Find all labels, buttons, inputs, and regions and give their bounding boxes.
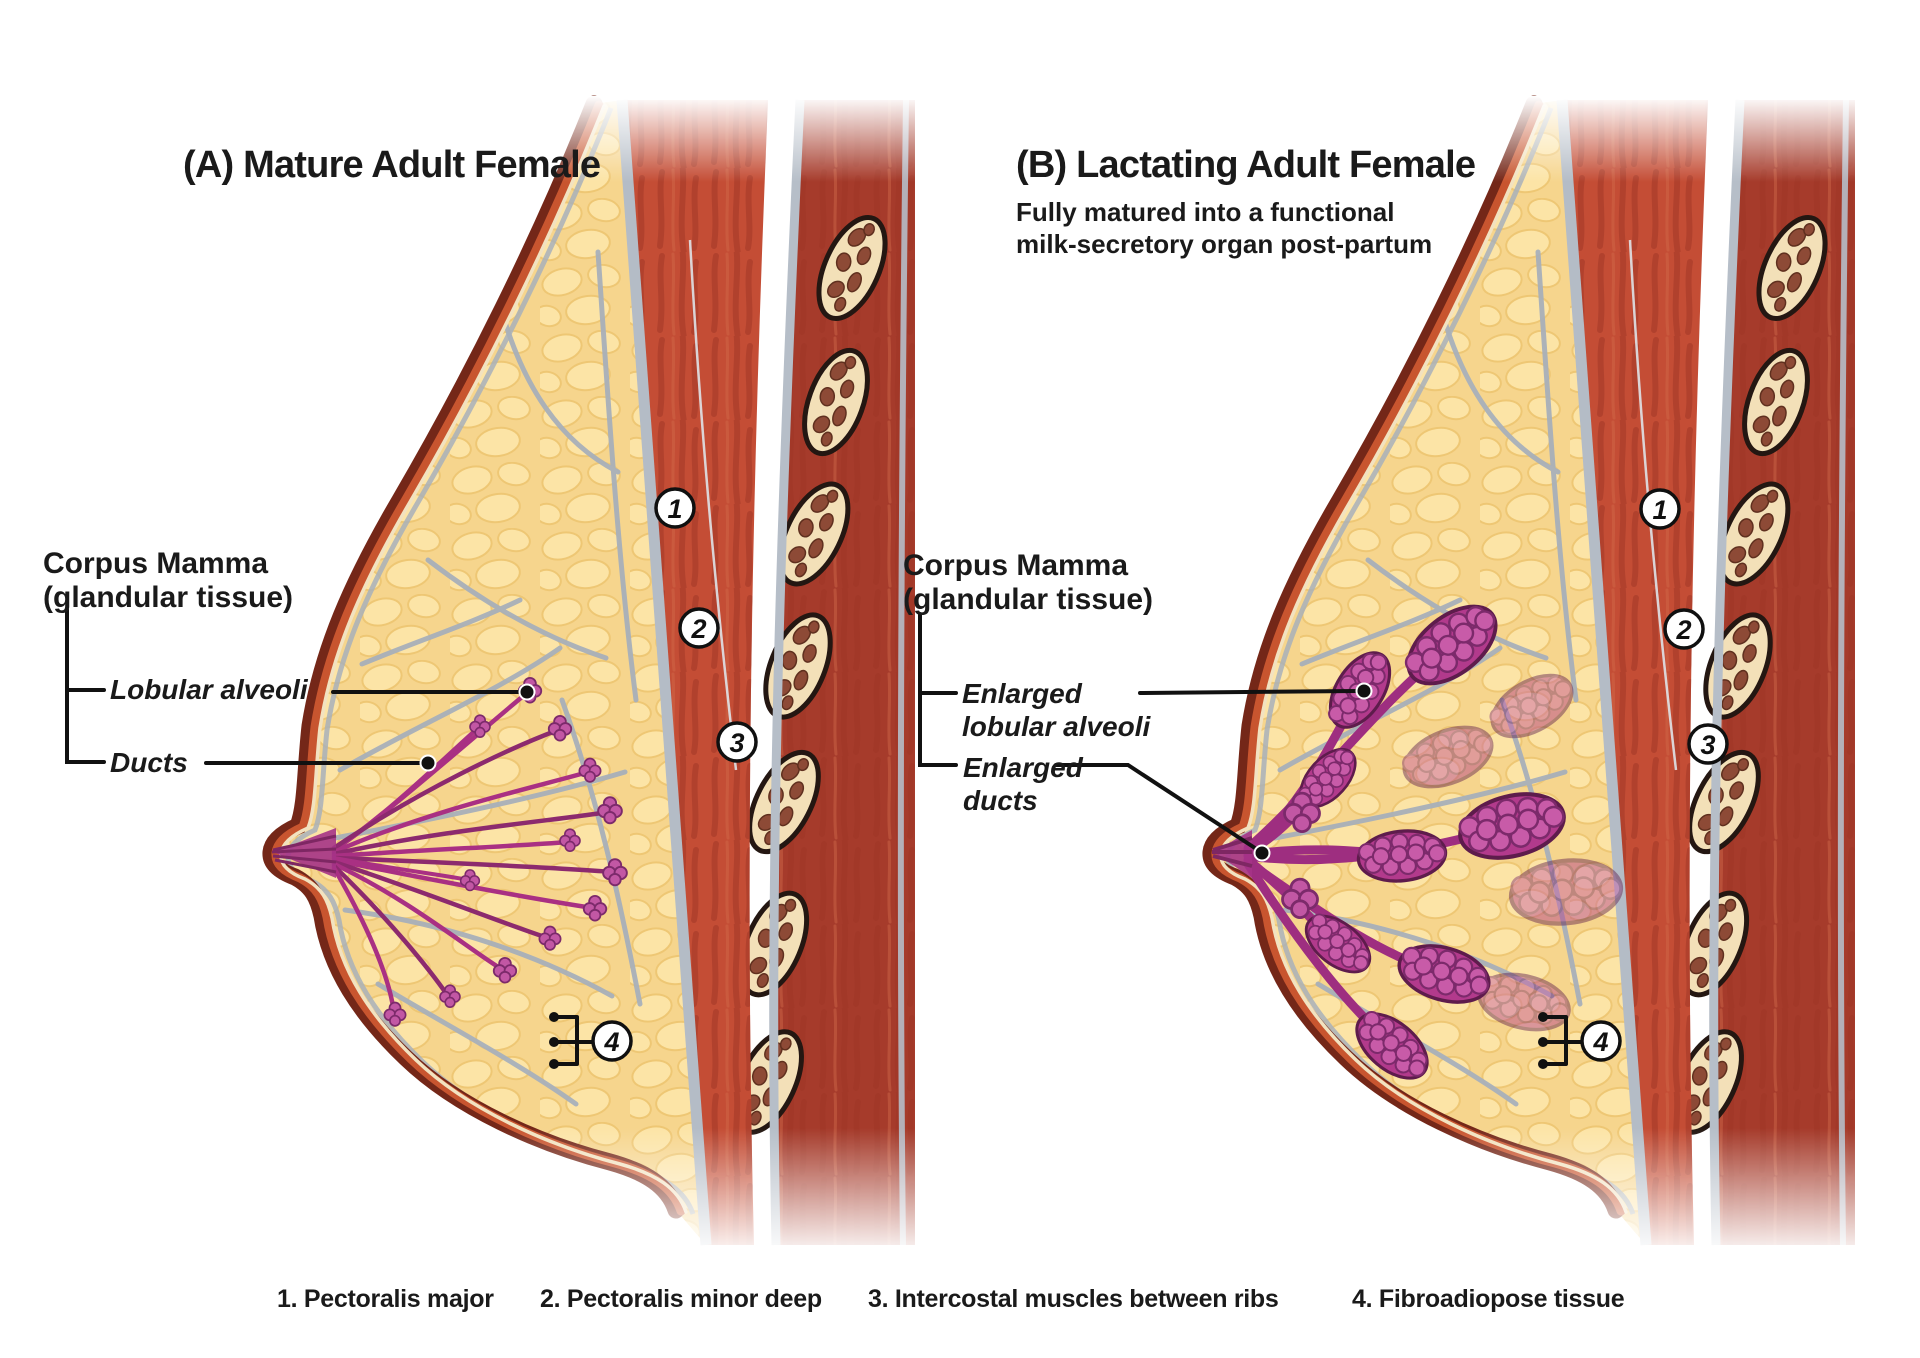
annotation-dots xyxy=(419,682,1548,1069)
ducts-dot-a xyxy=(419,754,437,772)
legend-item-1: 1. Pectoralis major xyxy=(277,1285,494,1313)
panel-b-anatomy xyxy=(1211,100,1855,1245)
ducts-label-b-line1: Enlarged xyxy=(963,752,1083,783)
ducts-leader-b xyxy=(1054,763,1260,852)
corpus-label-b: Corpus Mamma (glandular tissue) xyxy=(903,549,1153,617)
corpus-bracket-a xyxy=(65,608,106,764)
ducts-dot-b xyxy=(1253,844,1271,862)
alveoli-dot-a xyxy=(518,683,536,701)
corpus-label-a: Corpus Mamma (glandular tissue) xyxy=(43,547,293,615)
alveoli-dot-b xyxy=(1355,682,1373,700)
panel-a-title: (A) Mature Adult Female xyxy=(183,144,601,186)
marker4-bracket-b xyxy=(1541,1015,1584,1066)
legend-item-4: 4. Fibroadiopose tissue xyxy=(1352,1285,1625,1313)
svg-text:3: 3 xyxy=(1700,730,1715,760)
alveoli-label-b: Enlarged lobular alveoli xyxy=(962,677,1150,743)
annotation-lines xyxy=(65,608,1584,1066)
alveoli-leader-b xyxy=(1138,689,1360,695)
corpus-label-a-line2: (glandular tissue) xyxy=(43,580,294,614)
marker-1-a: 1 xyxy=(654,487,696,529)
svg-text:2: 2 xyxy=(1675,615,1691,645)
corpus-bracket-b xyxy=(918,612,958,767)
corpus-label-b-line1: Corpus Mamma xyxy=(903,549,1129,582)
marker-1-b: 1 xyxy=(1639,488,1681,530)
alveoli-label-b-line2: lobular alveoli xyxy=(962,711,1151,743)
svg-text:4: 4 xyxy=(603,1027,619,1057)
svg-text:1: 1 xyxy=(1652,495,1667,525)
svg-text:2: 2 xyxy=(690,614,706,644)
ducts-label-a: Ducts xyxy=(110,747,188,778)
panel-b-subtitle: Fully matured into a functional milk-sec… xyxy=(1016,197,1432,260)
panel-b-subtitle-line2: milk-secretory organ post-partum xyxy=(1016,228,1433,259)
marker-2-a: 2 xyxy=(678,607,720,649)
svg-text:3: 3 xyxy=(729,728,744,758)
alveoli-label-a: Lobular alveoli xyxy=(110,674,308,705)
markers: 1 2 3 4 1 2 3 xyxy=(591,487,1729,1062)
corpus-label-a-line1: Corpus Mamma xyxy=(43,547,269,580)
marker-3-a: 3 xyxy=(716,721,758,763)
panel-a-anatomy xyxy=(271,100,915,1245)
ducts-label-b: Enlarged ducts xyxy=(963,751,1083,817)
marker-2-b: 2 xyxy=(1663,608,1705,650)
panel-b-subtitle-line1: Fully matured into a functional xyxy=(1016,197,1395,227)
bottom-fade xyxy=(0,1128,1920,1258)
marker4-bracket-a xyxy=(552,1015,595,1066)
svg-text:1: 1 xyxy=(667,494,682,524)
marker-4-b: 4 xyxy=(1580,1020,1622,1062)
legend-item-2: 2. Pectoralis minor deep xyxy=(540,1285,822,1313)
svg-text:4: 4 xyxy=(1592,1027,1608,1057)
ducts-label-b-line2: ducts xyxy=(963,785,1038,817)
alveoli-label-b-line1: Enlarged xyxy=(962,678,1082,709)
legend-item-3: 3. Intercostal muscles between ribs xyxy=(868,1285,1279,1313)
panel-b-title: (B) Lactating Adult Female xyxy=(1016,144,1476,186)
marker-4-a: 4 xyxy=(591,1020,633,1062)
marker-3-b: 3 xyxy=(1687,723,1729,765)
top-fade xyxy=(0,96,1920,182)
corpus-label-b-line2: (glandular tissue) xyxy=(903,582,1154,616)
duct-tree-a xyxy=(271,676,628,1027)
